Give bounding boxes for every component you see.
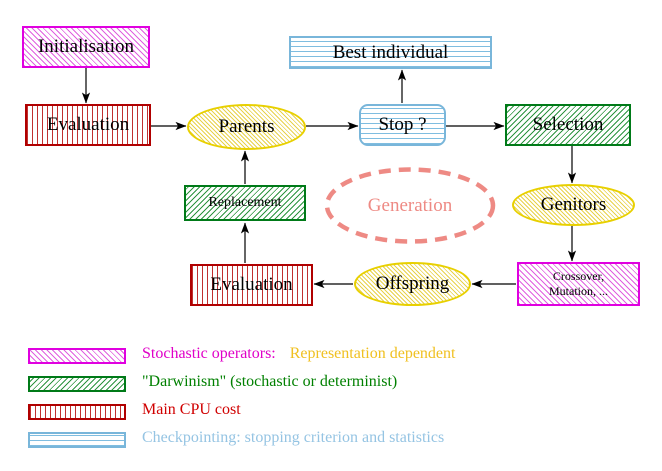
- legend-label-darwinism: "Darwinism" (stochastic or determinist): [142, 373, 398, 390]
- node-initialisation-label: Initialisation: [37, 36, 135, 58]
- legend-swatch-magenta-diagonal: [28, 348, 126, 364]
- legend-label-main-cpu-cost: Main CPU cost: [142, 401, 241, 418]
- node-genitors[interactable]: Genitors: [512, 184, 635, 226]
- crossover-line-1: Crossover,: [552, 269, 605, 283]
- legend-swatch-blue-horizontal: [28, 432, 126, 448]
- node-crossover-mutation[interactable]: Crossover, Mutation, ...: [517, 262, 640, 306]
- node-crossover-mutation-label: Crossover, Mutation, ...: [549, 269, 608, 299]
- crossover-line-2: Mutation, ...: [549, 284, 608, 298]
- node-stop[interactable]: Stop ?: [359, 104, 446, 146]
- legend-swatch-red-vertical: [28, 404, 126, 420]
- node-generation-label: Generation: [367, 194, 453, 216]
- node-evaluation-top[interactable]: Evaluation: [25, 104, 151, 146]
- node-genitors-label: Genitors: [540, 194, 607, 216]
- node-best-individual-label: Best individual: [332, 41, 449, 63]
- node-best-individual[interactable]: Best individual: [289, 36, 492, 69]
- node-replacement-label: Replacement: [208, 194, 282, 210]
- legend-label-stochastic-operators: Stochastic operators:: [142, 345, 276, 362]
- node-evaluation-bottom[interactable]: Evaluation: [190, 264, 313, 306]
- node-offspring-label: Offspring: [375, 273, 450, 295]
- generation-dashed-ellipse-icon: [324, 167, 496, 244]
- node-evaluation-top-label: Evaluation: [46, 114, 130, 136]
- node-evaluation-bottom-label: Evaluation: [210, 274, 293, 296]
- node-selection-label: Selection: [532, 114, 604, 136]
- node-offspring[interactable]: Offspring: [354, 262, 471, 306]
- node-stop-label: Stop ?: [378, 114, 427, 136]
- node-parents[interactable]: Parents: [187, 104, 306, 150]
- node-generation[interactable]: Generation: [324, 167, 496, 244]
- node-initialisation[interactable]: Initialisation: [22, 26, 150, 68]
- legend: Stochastic operators: Representation depe…: [0, 340, 662, 460]
- node-selection[interactable]: Selection: [505, 104, 631, 146]
- node-parents-label: Parents: [218, 116, 275, 138]
- legend-text-stochastic-operators: Stochastic operators: Representation depe…: [142, 345, 455, 363]
- node-replacement[interactable]: Replacement: [184, 185, 306, 221]
- legend-label-checkpointing: Checkpointing: stopping criterion and st…: [142, 429, 445, 446]
- legend-swatch-green-diagonal: [28, 376, 126, 392]
- legend-label-representation-dependent: Representation dependent: [289, 345, 456, 362]
